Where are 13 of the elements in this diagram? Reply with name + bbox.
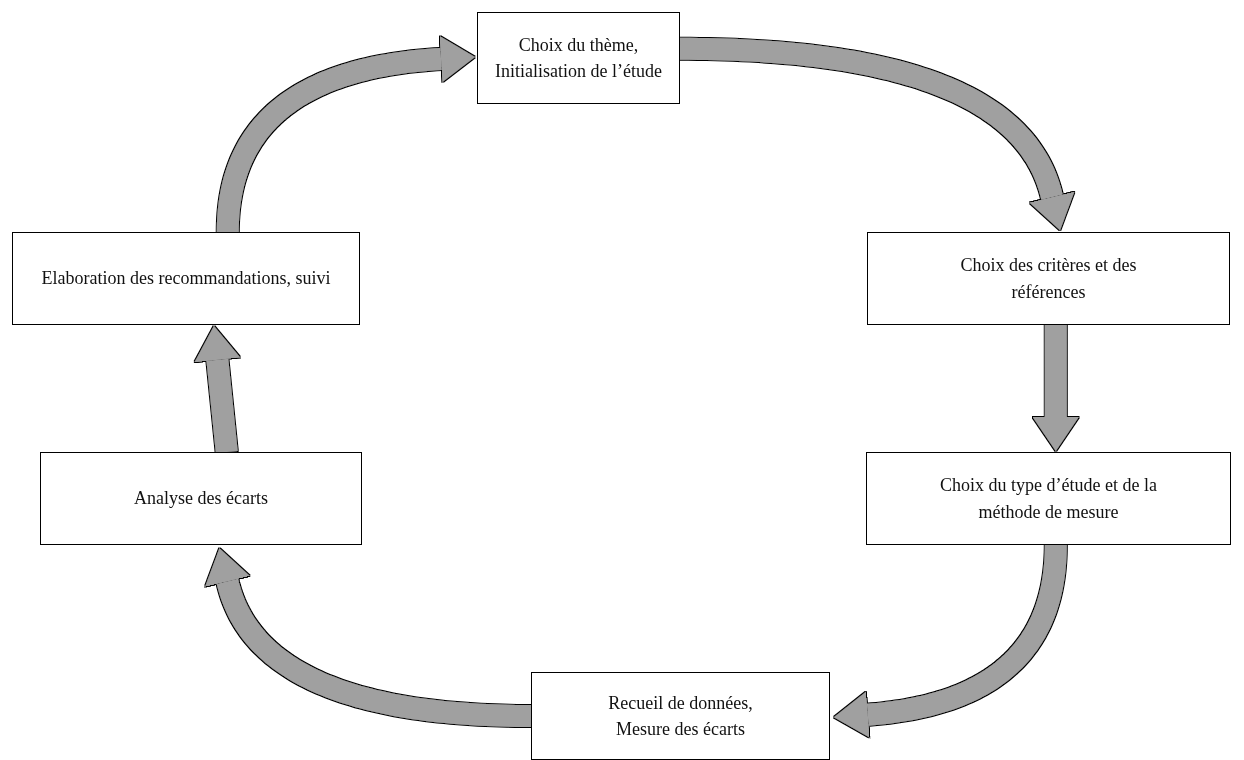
box-text: Elaboration des recommandations, suivi: [41, 267, 331, 291]
block-arrow: [678, 37, 1075, 231]
process-box: [866, 452, 1231, 545]
box-text: Recueil de données, Mesure des écarts: [607, 691, 754, 741]
process-box: [531, 672, 830, 760]
box-text: Analyse des écarts: [134, 487, 268, 511]
process-box: [477, 12, 680, 104]
process-box: [12, 232, 360, 325]
process-box: [40, 452, 362, 545]
box-text: Choix du type d’étude et de la méthode de mesure: [939, 474, 1158, 524]
process-box: [867, 232, 1230, 325]
box-text: Choix du thème, Initialisation de l’étude: [494, 33, 663, 83]
box-text: Choix des critères et des références: [959, 254, 1138, 304]
